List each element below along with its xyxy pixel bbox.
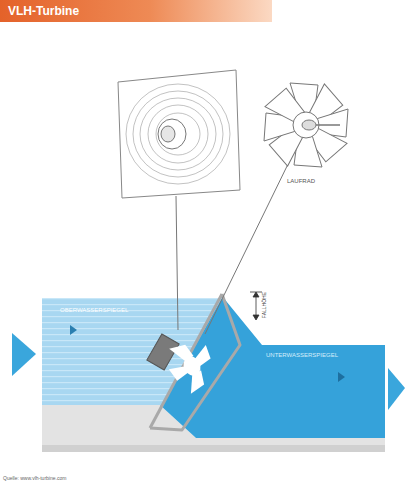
runner-inset	[264, 83, 348, 167]
leader-line	[176, 196, 178, 330]
runner	[160, 333, 222, 398]
part-label: LAUFRAD	[287, 178, 315, 184]
height-arrow	[250, 292, 262, 320]
turbine-inset	[118, 70, 240, 198]
source-note: Quelle: www.vlh-turbine.com	[3, 476, 66, 481]
diagram-title: VLH-Turbine	[8, 4, 79, 18]
flow-arrow	[388, 368, 405, 410]
headwater	[42, 298, 222, 405]
water-level-label: OBERWASSERSPIEGEL	[60, 307, 128, 313]
water-level-label: UNTERWASSERSPIEGEL	[266, 352, 338, 358]
flow-arrow	[12, 333, 36, 376]
channel-bed	[42, 445, 385, 452]
flow-arrow	[338, 372, 345, 382]
title-bar: VLH-Turbine	[0, 0, 272, 22]
dimension-label: FALLHÖHE	[262, 292, 267, 318]
flow-arrow	[70, 325, 77, 335]
